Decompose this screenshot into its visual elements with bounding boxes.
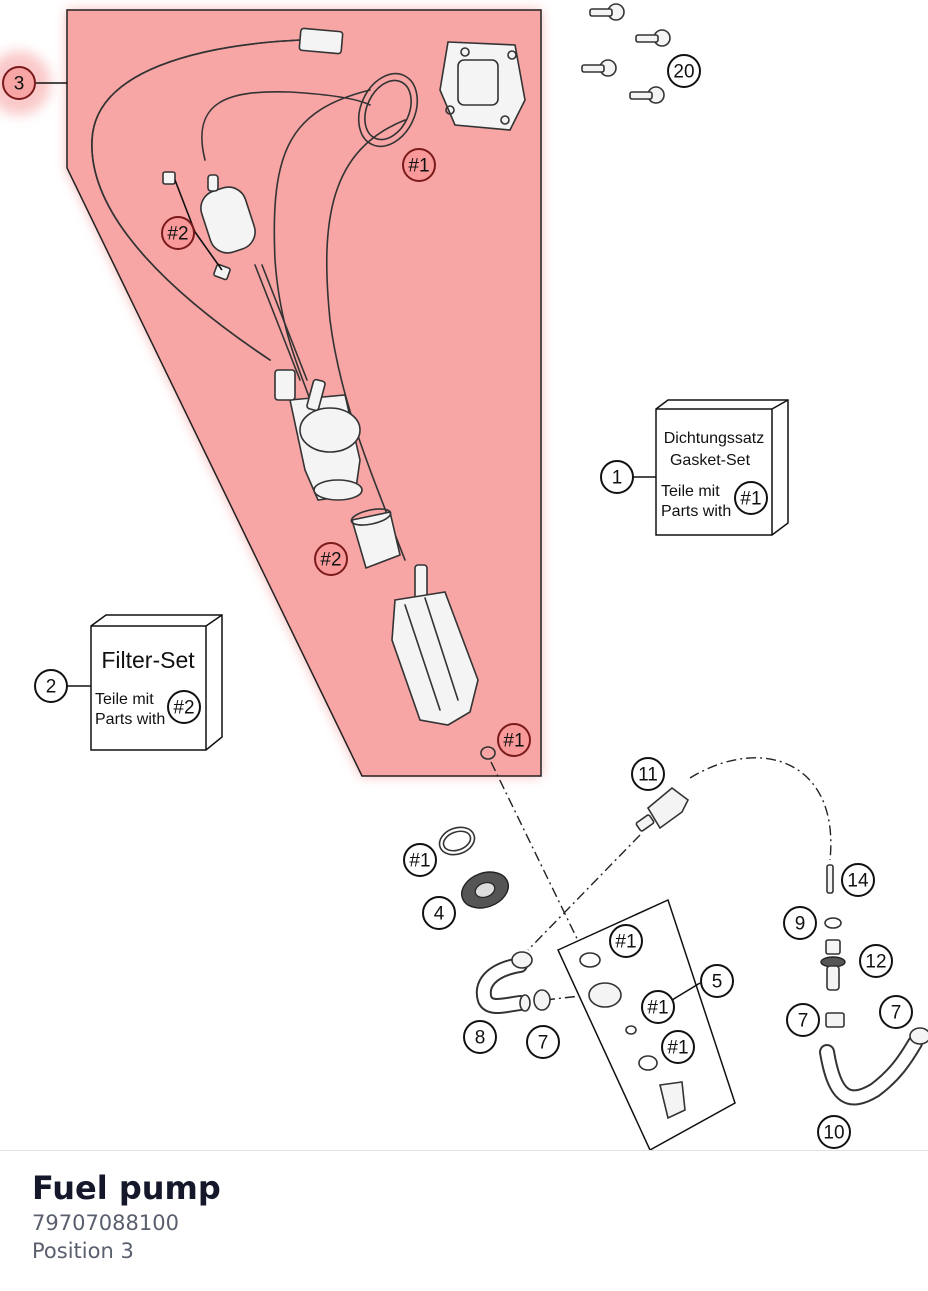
hose-drawing — [475, 951, 551, 1014]
callout-ref-2-sleeve[interactable]: #2 — [314, 542, 348, 576]
fuel-pump-drawing — [91, 27, 526, 760]
filter-set-ref: #2 — [173, 698, 194, 719]
callout-10[interactable]: 10 — [817, 1115, 851, 1149]
svg-text:#1: #1 — [667, 1038, 688, 1059]
callout-20[interactable]: 20 — [667, 54, 701, 88]
svg-text:4: 4 — [434, 904, 445, 925]
part-position: Position 3 — [32, 1239, 134, 1263]
svg-text:20: 20 — [673, 62, 694, 83]
exploded-parts-diagram: 3 — [0, 3, 928, 1150]
callout-11[interactable]: 11 — [631, 757, 665, 791]
svg-text:#1: #1 — [647, 998, 668, 1019]
callout-1[interactable]: 1 — [600, 460, 634, 494]
callout-ref-1-grommet[interactable]: #1 — [403, 843, 437, 877]
callout-9[interactable]: 9 — [783, 906, 817, 940]
svg-text:10: 10 — [823, 1123, 844, 1144]
svg-text:7: 7 — [798, 1011, 809, 1032]
manifold-plate-drawing — [557, 898, 736, 1150]
grommet-drawing — [438, 826, 509, 909]
callout-ref-1-plate-a[interactable]: #1 — [609, 924, 643, 958]
gasket-set-line1: Dichtungssatz — [664, 430, 765, 447]
callout-ref-2-filter[interactable]: #2 — [161, 216, 195, 250]
svg-text:1: 1 — [612, 468, 623, 489]
part-number: 79707088100 — [32, 1211, 179, 1235]
filter-set-line1: Teile mit — [95, 691, 154, 708]
svg-text:3: 3 — [14, 74, 25, 95]
filter-set-title: Filter-Set — [101, 647, 195, 673]
svg-text:7: 7 — [891, 1003, 902, 1024]
callout-14[interactable]: 14 — [841, 863, 875, 897]
callout-7-right[interactable]: 7 — [879, 995, 913, 1029]
gasket-set-line2: Gasket-Set — [670, 452, 751, 469]
right-parts-drawing — [819, 864, 928, 1106]
svg-text:2: 2 — [46, 677, 57, 698]
callout-ref-1-top[interactable]: #1 — [402, 148, 436, 182]
part-info-footer: Fuel pump 79707088100 Position 3 — [0, 1150, 928, 1291]
svg-text:#1: #1 — [409, 851, 430, 872]
callout-2[interactable]: 2 — [34, 669, 68, 703]
callout-12[interactable]: 12 — [859, 944, 893, 978]
gasket-set-ref: #1 — [740, 489, 761, 510]
svg-text:14: 14 — [847, 871, 869, 892]
callout-7-left[interactable]: 7 — [526, 1025, 560, 1059]
svg-text:#2: #2 — [167, 224, 188, 245]
svg-text:9: 9 — [795, 914, 806, 935]
callout-7-middle[interactable]: 7 — [786, 1003, 820, 1037]
svg-text:#1: #1 — [408, 156, 429, 177]
connector-drawing — [635, 786, 690, 832]
callout-8[interactable]: 8 — [463, 1020, 497, 1054]
screws-drawing — [581, 3, 671, 104]
gasket-set-line4: Parts with — [661, 503, 731, 520]
svg-text:7: 7 — [538, 1033, 549, 1054]
svg-text:#2: #2 — [320, 550, 341, 571]
svg-text:12: 12 — [865, 952, 886, 973]
part-title: Fuel pump — [32, 1169, 221, 1207]
gasket-set-line3: Teile mit — [661, 483, 720, 500]
callout-3[interactable]: 3 — [2, 66, 36, 100]
gasket-set-box[interactable]: Dichtungssatz Gasket-Set Teile mit Parts… — [655, 399, 789, 536]
filter-set-line2: Parts with — [95, 711, 165, 728]
svg-text:11: 11 — [638, 765, 658, 786]
svg-text:8: 8 — [475, 1028, 486, 1049]
svg-text:#1: #1 — [503, 731, 524, 752]
callout-ref-1-plate-c[interactable]: #1 — [661, 1030, 695, 1064]
callout-4[interactable]: 4 — [422, 896, 456, 930]
callout-ref-1-bottom[interactable]: #1 — [497, 723, 531, 757]
filter-set-box[interactable]: Filter-Set Teile mit Parts with #2 — [90, 614, 223, 751]
callout-ref-1-plate-b[interactable]: #1 — [641, 990, 675, 1024]
svg-text:#1: #1 — [615, 932, 636, 953]
callout-5[interactable]: 5 — [700, 964, 734, 998]
svg-text:5: 5 — [712, 972, 723, 993]
